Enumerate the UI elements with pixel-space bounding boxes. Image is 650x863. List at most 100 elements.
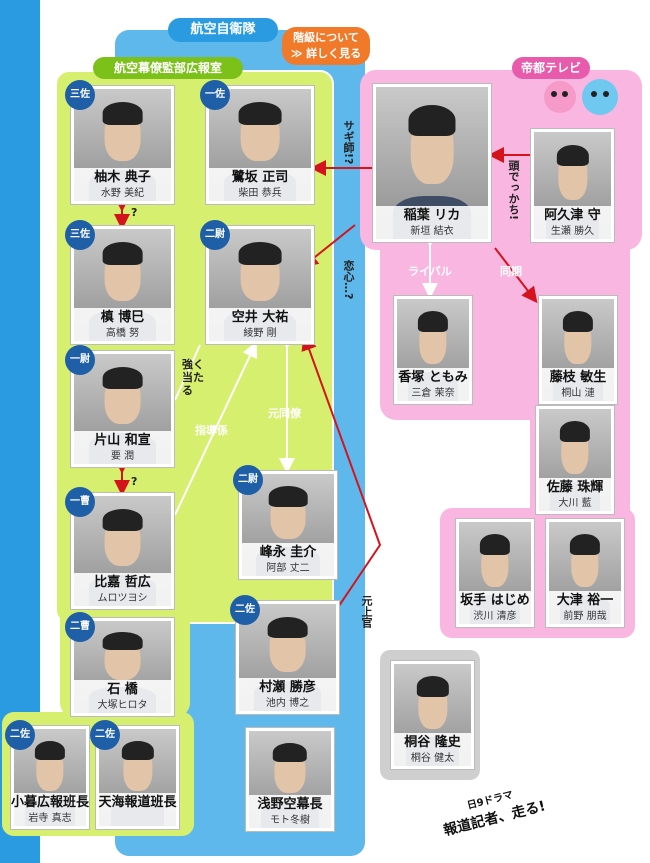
- actor-name: 柴田 恭兵: [238, 188, 282, 199]
- photo-hair: [268, 486, 308, 507]
- actor-name: 生瀬 勝久: [550, 226, 595, 237]
- actor-name: 池内 博之: [265, 698, 310, 709]
- character-card-minenaga[interactable]: 峰永 圭介阿部 丈二二尉: [233, 465, 338, 580]
- character-name: 村瀬 勝彦: [259, 680, 316, 695]
- character-nameplate: 空井 大祐綾野 剛: [206, 308, 314, 344]
- character-name: 鷺坂 正司: [231, 170, 289, 185]
- rank-badge: 三佐: [65, 80, 95, 110]
- character-nameplate: 稲葉 リカ新垣 結衣: [373, 206, 491, 242]
- rank-badge: 一尉: [65, 345, 95, 375]
- photo-hair: [238, 242, 282, 265]
- rel-q1: ?: [131, 206, 138, 219]
- photo-hair: [121, 740, 154, 761]
- character-name: 槙 博巳: [100, 310, 145, 325]
- actor-name: 阿部 丈二: [266, 563, 310, 574]
- rank-info-line1: 階級について: [293, 31, 359, 44]
- character-name: 天海報道班長: [98, 795, 177, 810]
- photo-hair: [267, 616, 308, 639]
- character-nameplate: 香塚 ともみ三倉 茉奈: [394, 368, 472, 404]
- rank-badge: 一佐: [200, 80, 230, 110]
- character-name: 佐藤 珠輝: [546, 480, 604, 495]
- photo-hair: [479, 534, 511, 555]
- photo-hair: [569, 534, 601, 555]
- character-card-sorai[interactable]: 空井 大祐綾野 剛 二尉: [200, 220, 315, 345]
- character-nameplate: 峰永 圭介阿部 丈二: [239, 543, 337, 579]
- character-card-murase[interactable]: 村瀬 勝彦池内 博之二佐: [230, 595, 340, 715]
- character-nameplate: 比嘉 哲広ムロツヨシ: [71, 573, 174, 609]
- photo-hair: [272, 742, 308, 763]
- photo-hair: [556, 144, 589, 167]
- actor-name: 岩寺 真志: [28, 813, 72, 824]
- actor-name: 大塚ヒロタ: [97, 700, 148, 711]
- character-name: 石 橋: [107, 682, 138, 697]
- character-name: 大津 裕一: [556, 593, 614, 608]
- character-card-katayama[interactable]: 片山 和宣要 潤 一尉: [65, 345, 175, 468]
- character-card-kazuka[interactable]: 香塚 ともみ三倉 茉奈: [393, 295, 473, 405]
- character-card-amami[interactable]: 天海報道班長二佐: [90, 720, 180, 830]
- actor-name: 渋川 清彦: [473, 611, 517, 622]
- character-name: 香塚 ともみ: [398, 370, 468, 385]
- character-name: 片山 和宣: [94, 433, 151, 448]
- character-name: 小暮広報班長: [11, 795, 90, 810]
- character-nameplate: 浅野空幕長モト冬樹: [246, 795, 334, 831]
- character-name: 坂手 はじめ: [460, 593, 530, 608]
- character-name: 稲葉 リカ: [403, 208, 461, 223]
- photo-hair: [416, 676, 449, 697]
- rel-q2: ?: [131, 475, 138, 488]
- actor-name: モト冬樹: [270, 815, 310, 826]
- rel-rival: ライバル: [408, 265, 452, 278]
- character-card-asano[interactable]: 浅野空幕長モト冬樹: [245, 727, 335, 832]
- photo-hair: [417, 311, 449, 332]
- rel-sagishi: サギ師!?: [342, 120, 355, 165]
- character-nameplate: 片山 和宣要 潤: [71, 431, 174, 467]
- actor-name: 大川 藍: [558, 498, 592, 509]
- character-nameplate: 石 橋大塚ヒロタ: [71, 680, 174, 716]
- character-card-kiritani[interactable]: 桐谷 隆史桐谷 健太: [390, 660, 475, 770]
- character-name: 比嘉 哲広: [94, 575, 151, 590]
- character-card-akutsu[interactable]: 阿久津 守生瀬 勝久: [530, 128, 615, 243]
- pr-office-label: 航空幕僚監部広報室: [93, 57, 243, 79]
- character-card-maki[interactable]: 槙 博巳高橋 努三佐: [65, 220, 175, 345]
- character-card-sakate[interactable]: 坂手 はじめ渋川 清彦: [455, 518, 535, 628]
- character-card-ishibashi[interactable]: 石 橋大塚ヒロタ二曹: [65, 612, 175, 717]
- character-nameplate: 大津 裕一前野 朋哉: [546, 591, 624, 627]
- character-nameplate: 阿久津 守生瀬 勝久: [531, 206, 614, 242]
- character-name: 峰永 圭介: [259, 545, 317, 560]
- actor-name: 新垣 結衣: [410, 226, 454, 237]
- character-card-kogure[interactable]: 小暮広報班長岩寺 真志 二佐: [5, 720, 90, 830]
- actor-name: ムロツヨシ: [97, 593, 148, 604]
- character-card-higa[interactable]: 比嘉 哲広ムロツヨシ一曹: [65, 487, 175, 610]
- character-nameplate: 天海報道班長: [96, 793, 179, 829]
- character-nameplate: 村瀬 勝彦池内 博之: [236, 678, 339, 714]
- character-card-inaba[interactable]: 稲葉 リカ新垣 結衣: [372, 83, 492, 243]
- photo-hair: [102, 102, 143, 125]
- rank-info-line2: ≫ 詳しく見る: [290, 47, 362, 60]
- rel-shidou: 指導係: [195, 424, 228, 437]
- rel-tsuyoku: 強く当たる: [182, 358, 204, 397]
- rel-koi: 恋心…?: [342, 260, 355, 300]
- rank-info-button[interactable]: 階級について ≫ 詳しく見る: [282, 27, 370, 65]
- character-name: 桐谷 隆史: [404, 735, 461, 750]
- character-nameplate: 佐藤 珠輝大川 藍: [536, 478, 614, 514]
- mascot-icon: [544, 79, 618, 115]
- photo-hair: [562, 311, 594, 332]
- character-name: 阿久津 守: [544, 208, 601, 223]
- photo-hair: [102, 509, 143, 532]
- character-name: 柚木 典子: [94, 170, 151, 185]
- character-card-otsu[interactable]: 大津 裕一前野 朋哉: [545, 518, 625, 628]
- character-card-sagisaka[interactable]: 鷺坂 正司柴田 恭兵 一佐: [200, 80, 315, 205]
- character-nameplate: 桐谷 隆史桐谷 健太: [391, 733, 474, 769]
- actor-name: 要 潤: [110, 451, 135, 462]
- photo-hair: [102, 242, 143, 265]
- photo-hair: [102, 367, 143, 390]
- rank-badge: 二佐: [5, 720, 35, 750]
- character-card-fujieda[interactable]: 藤枝 敏生桐山 漣: [538, 295, 618, 405]
- character-name: 藤枝 敏生: [549, 370, 607, 385]
- photo-hair: [408, 105, 456, 136]
- character-card-sato[interactable]: 佐藤 珠輝大川 藍: [535, 405, 615, 515]
- character-card-yuzuki[interactable]: 柚木 典子水野 美紀三佐: [65, 80, 175, 205]
- actor-name: 前野 朋哉: [563, 611, 607, 622]
- character-nameplate: 藤枝 敏生桐山 漣: [539, 368, 617, 404]
- character-nameplate: 槙 博巳高橋 努: [71, 308, 174, 344]
- rank-badge: 二尉: [200, 220, 230, 250]
